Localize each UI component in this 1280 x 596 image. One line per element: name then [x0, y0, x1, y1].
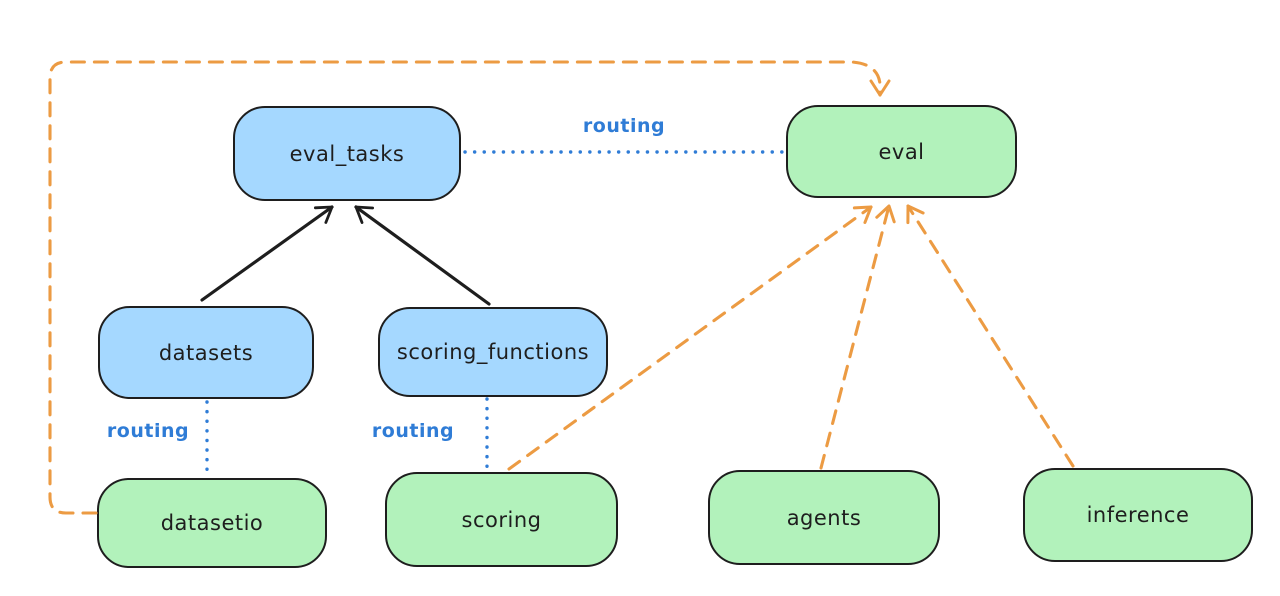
node-agents: agents [708, 470, 940, 565]
node-agents-label: agents [786, 505, 862, 530]
edge-datasetio-to-eval [48, 60, 891, 515]
node-datasetio-label: datasetio [160, 511, 264, 535]
node-eval-tasks-label: eval_tasks [289, 141, 405, 166]
node-scoring-functions: scoring_functions [378, 307, 608, 397]
routing-label-datasets-datasetio: routing [106, 420, 190, 442]
routing-label-eval-tasks-eval: routing [582, 115, 666, 137]
node-eval-tasks: eval_tasks [233, 106, 461, 201]
node-datasetio: datasetio [97, 478, 327, 568]
node-scoring: scoring [385, 472, 618, 567]
edge-agents-to-eval [819, 204, 896, 470]
node-datasets-label: datasets [158, 340, 254, 365]
node-eval: eval [786, 105, 1017, 198]
edge-scoring-functions-to-eval-tasks [354, 205, 491, 306]
routing-label-scoring-functions-scoring: routing [371, 420, 455, 442]
node-inference-label: inference [1086, 503, 1190, 527]
node-scoring-functions-label: scoring_functions [396, 340, 590, 364]
node-scoring-label: scoring [461, 507, 542, 532]
edge-datasets-to-eval-tasks [200, 205, 334, 302]
node-inference: inference [1023, 468, 1253, 562]
node-eval-label: eval [878, 139, 925, 164]
edge-inference-to-eval [906, 204, 1075, 468]
node-datasets: datasets [98, 306, 314, 399]
